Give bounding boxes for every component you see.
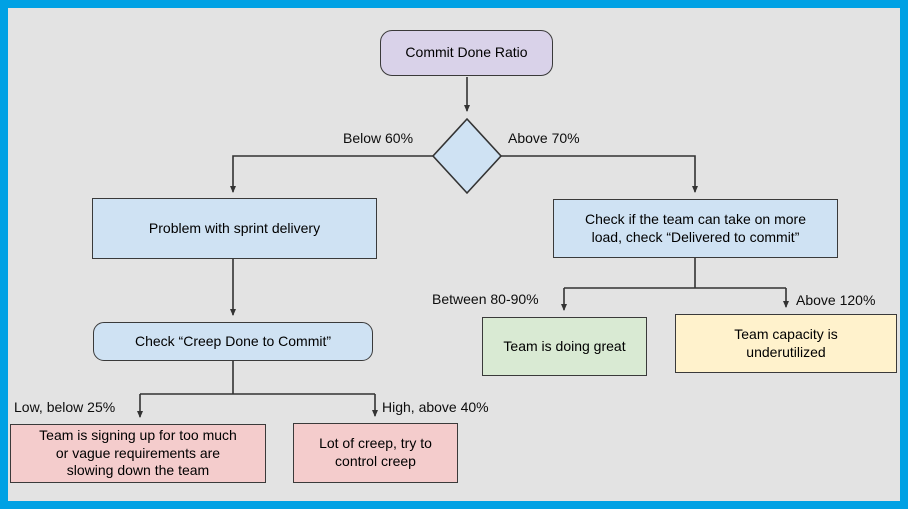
- node-check-creep-done-to-commit-label: Check “Creep Done to Commit”: [134, 332, 332, 349]
- node-lot-of-creep-label: Lot of creep, try to control creep: [319, 435, 432, 469]
- edge-label-below-60: Below 60%: [343, 130, 414, 146]
- node-commit-done-ratio: Commit Done Ratio: [380, 30, 553, 76]
- node-check-team-load: Check if the team can take on more load,…: [553, 199, 838, 258]
- node-commit-done-ratio-label: Commit Done Ratio: [405, 44, 528, 61]
- node-team-doing-great: Team is doing great: [482, 317, 647, 376]
- node-team-overcommit: Team is signing up for too much or vague…: [10, 424, 266, 483]
- node-lot-of-creep: Lot of creep, try to control creep: [293, 423, 458, 483]
- node-check-creep-done-to-commit: Check “Creep Done to Commit”: [93, 322, 373, 361]
- node-problem-sprint-delivery-label: Problem with sprint delivery: [148, 219, 321, 236]
- edge-label-low-below-25: Low, below 25%: [14, 399, 116, 415]
- edge-label-above-70: Above 70%: [508, 130, 580, 146]
- edge-label-between-80-90: Between 80-90%: [432, 291, 539, 307]
- node-check-team-load-label: Check if the team can take on more load,…: [585, 210, 806, 245]
- node-team-overcommit-label: Team is signing up for too much or vague…: [39, 426, 237, 479]
- node-team-capacity-underutilized-label: Team capacity is underutilized: [734, 325, 838, 360]
- node-team-capacity-underutilized: Team capacity is underutilized: [675, 314, 897, 373]
- node-team-doing-great-label: Team is doing great: [503, 337, 626, 354]
- edge-label-high-above-40: High, above 40%: [382, 399, 489, 415]
- node-problem-sprint-delivery: Problem with sprint delivery: [92, 198, 377, 259]
- edge-label-above-120: Above 120%: [796, 292, 876, 308]
